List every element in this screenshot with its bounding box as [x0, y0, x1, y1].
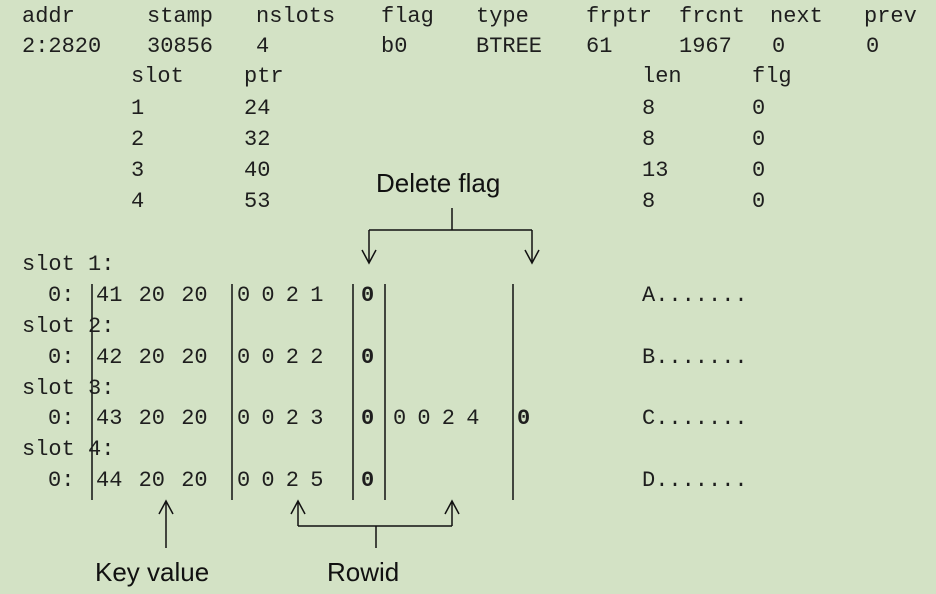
slot-row-2-flg: 0: [752, 127, 766, 152]
dump-slot-3-flag: 0: [361, 406, 375, 431]
slot-row-1-ptr: 24: [244, 96, 271, 121]
dump-slot-3-prefix: 0:: [48, 406, 75, 431]
header-prev-value: 0: [866, 34, 880, 59]
header-frcnt-value: 1967: [679, 34, 732, 59]
dump-slot-2-rowid: 0 0 2 2: [237, 345, 324, 370]
header-flag-label: flag: [381, 4, 434, 29]
slot-row-4-flg: 0: [752, 189, 766, 214]
dump-slot-3-label: slot 3:: [22, 376, 115, 401]
dump-slot-3-key: 43 20 20: [96, 406, 208, 431]
delete-flag-annotation: Delete flag: [376, 168, 501, 198]
ptr-col-header: ptr: [244, 64, 284, 89]
dump-slot-2-ascii: B.......: [642, 345, 748, 370]
header-next-value: 0: [772, 34, 786, 59]
header-frcnt-label: frcnt: [679, 4, 746, 29]
dump-slot-1-label: slot 1:: [22, 252, 115, 277]
len-col-header: len: [642, 64, 682, 89]
dump-slot-2-key: 42 20 20: [96, 345, 208, 370]
header-stamp-value: 30856: [147, 34, 214, 59]
slot-row-3-len: 13: [642, 158, 669, 183]
key-value-annotation: Key value: [95, 557, 210, 587]
slot-col-header: slot: [131, 64, 184, 89]
dump-slot-3-rowid: 0 0 2 3: [237, 406, 324, 431]
slot-row-1-flg: 0: [752, 96, 766, 121]
header-prev-label: prev: [864, 4, 917, 29]
dump-slot-4-key: 44 20 20: [96, 468, 208, 493]
slot-row-1-slot: 1: [131, 96, 145, 121]
dump-slot-3-ascii: C.......: [642, 406, 748, 431]
delete-flag-right-arrowhead: [524, 249, 540, 265]
header-addr-label: addr: [22, 4, 75, 29]
slot-row-3-ptr: 40: [244, 158, 271, 183]
rowid-annotation: Rowid: [327, 557, 400, 587]
dump-slot-3-rowid2: 0 0 2 4: [393, 406, 480, 431]
slot-row-2-len: 8: [642, 127, 656, 152]
slot-row-2-ptr: 32: [244, 127, 271, 152]
header-stamp-label: stamp: [147, 4, 214, 29]
header-nslots-value: 4: [256, 34, 270, 59]
dump-slot-1-prefix: 0:: [48, 283, 75, 308]
header-next-label: next: [770, 4, 823, 29]
dump-slot-4-prefix: 0:: [48, 468, 75, 493]
header-addr-value: 2:2820: [22, 34, 102, 59]
delete-flag-left-arrowhead: [361, 249, 377, 265]
key-value-arrowhead: [158, 499, 174, 515]
header-type-value: BTREE: [476, 34, 543, 59]
slot-row-3-slot: 3: [131, 158, 145, 183]
dump-slot-3-flag2: 0: [517, 406, 531, 431]
dump-slot-1-flag: 0: [361, 283, 375, 308]
dump-slot-4-rowid: 0 0 2 5: [237, 468, 324, 493]
dump-slot-2-flag: 0: [361, 345, 375, 370]
rowid-left-arrowhead: [290, 499, 306, 515]
dump-slot-2-label: slot 2:: [22, 314, 115, 339]
slot-row-4-len: 8: [642, 189, 656, 214]
header-flag-value: b0: [381, 34, 408, 59]
slot-row-1-len: 8: [642, 96, 656, 121]
slot-row-4-ptr: 53: [244, 189, 271, 214]
slot-row-4-slot: 4: [131, 189, 145, 214]
dump-slot-1-key: 41 20 20: [96, 283, 208, 308]
rowid-right-arrowhead: [444, 499, 460, 515]
dump-slot-4-flag: 0: [361, 468, 375, 493]
dump-slot-2-prefix: 0:: [48, 345, 75, 370]
header-frptr-value: 61: [586, 34, 613, 59]
dump-slot-4-label: slot 4:: [22, 437, 115, 462]
dump-slot-4-ascii: D.......: [642, 468, 748, 493]
header-type-label: type: [476, 4, 529, 29]
dump-slot-1-rowid: 0 0 2 1: [237, 283, 324, 308]
header-frptr-label: frptr: [586, 4, 653, 29]
dump-slot-1-ascii: A.......: [642, 283, 748, 308]
header-nslots-label: nslots: [256, 4, 336, 29]
slot-row-2-slot: 2: [131, 127, 145, 152]
slot-row-3-flg: 0: [752, 158, 766, 183]
flg-col-header: flg: [752, 64, 792, 89]
